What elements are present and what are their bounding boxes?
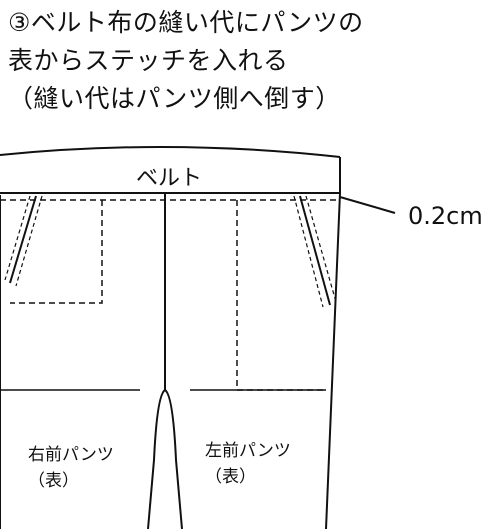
left-front-side-label: （表） [205, 467, 256, 487]
instruction-line-3: （縫い代はパンツ側へ倒す） [8, 84, 341, 113]
left-front-label: 左前パンツ [205, 441, 291, 461]
belt-label: ベルト [136, 166, 202, 191]
belt-top-edge [0, 145, 341, 158]
measure-label: 0.2cm [408, 202, 483, 230]
right-front-label: 右前パンツ [28, 445, 114, 465]
pocket-slant-left-front [299, 195, 331, 306]
inseam-right [164, 389, 183, 529]
pocket-bag-left-front [236, 200, 326, 391]
pocket-slant-right-front [9, 195, 37, 284]
measure-leader-line [339, 196, 396, 214]
pants-right-side [325, 192, 341, 529]
pocket-bag-right-front [10, 200, 103, 304]
instruction-line-1: ③ベルト布の縫い代にパンツの [8, 8, 364, 37]
inseam-left [147, 389, 166, 529]
instruction-line-2: 表からステッチを入れる [8, 46, 289, 75]
right-front-side-label: （表） [28, 471, 79, 491]
